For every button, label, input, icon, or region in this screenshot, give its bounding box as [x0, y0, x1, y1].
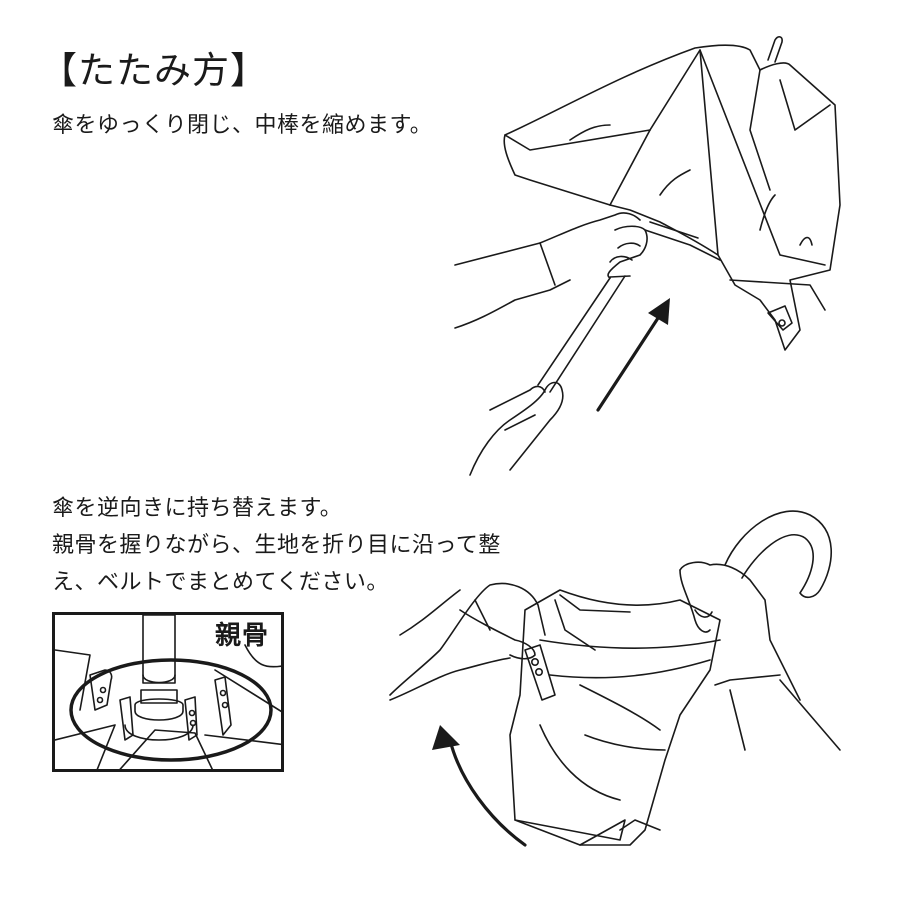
step2-line-3: え、ベルトでまとめてください。 [52, 570, 389, 595]
step2-instruction: 傘を逆向きに持ち替えます。 親骨を握りながら、生地を折り目に沿って整 え、ベルト… [52, 490, 612, 601]
step2-line-1: 傘を逆向きに持ち替えます。 [52, 496, 343, 521]
highlight-circle [69, 658, 273, 762]
inset-label: 親骨 [214, 621, 269, 651]
ribs-closeup-illustration [55, 615, 281, 769]
step2-line-2: 親骨を握りながら、生地を折り目に沿って整 [52, 533, 501, 558]
step1-illustration [454, 36, 841, 476]
page-title: 【たたみ方】 [40, 49, 268, 92]
step1-instruction: 傘をゆっくり閉じ、中棒を縮めます。 [52, 113, 433, 138]
curved-arrow-up-icon [432, 725, 460, 750]
arrow-up-right-icon [648, 298, 670, 325]
ribs-closeup-inset: 親骨 [52, 612, 284, 772]
step2-illustration [389, 510, 841, 847]
